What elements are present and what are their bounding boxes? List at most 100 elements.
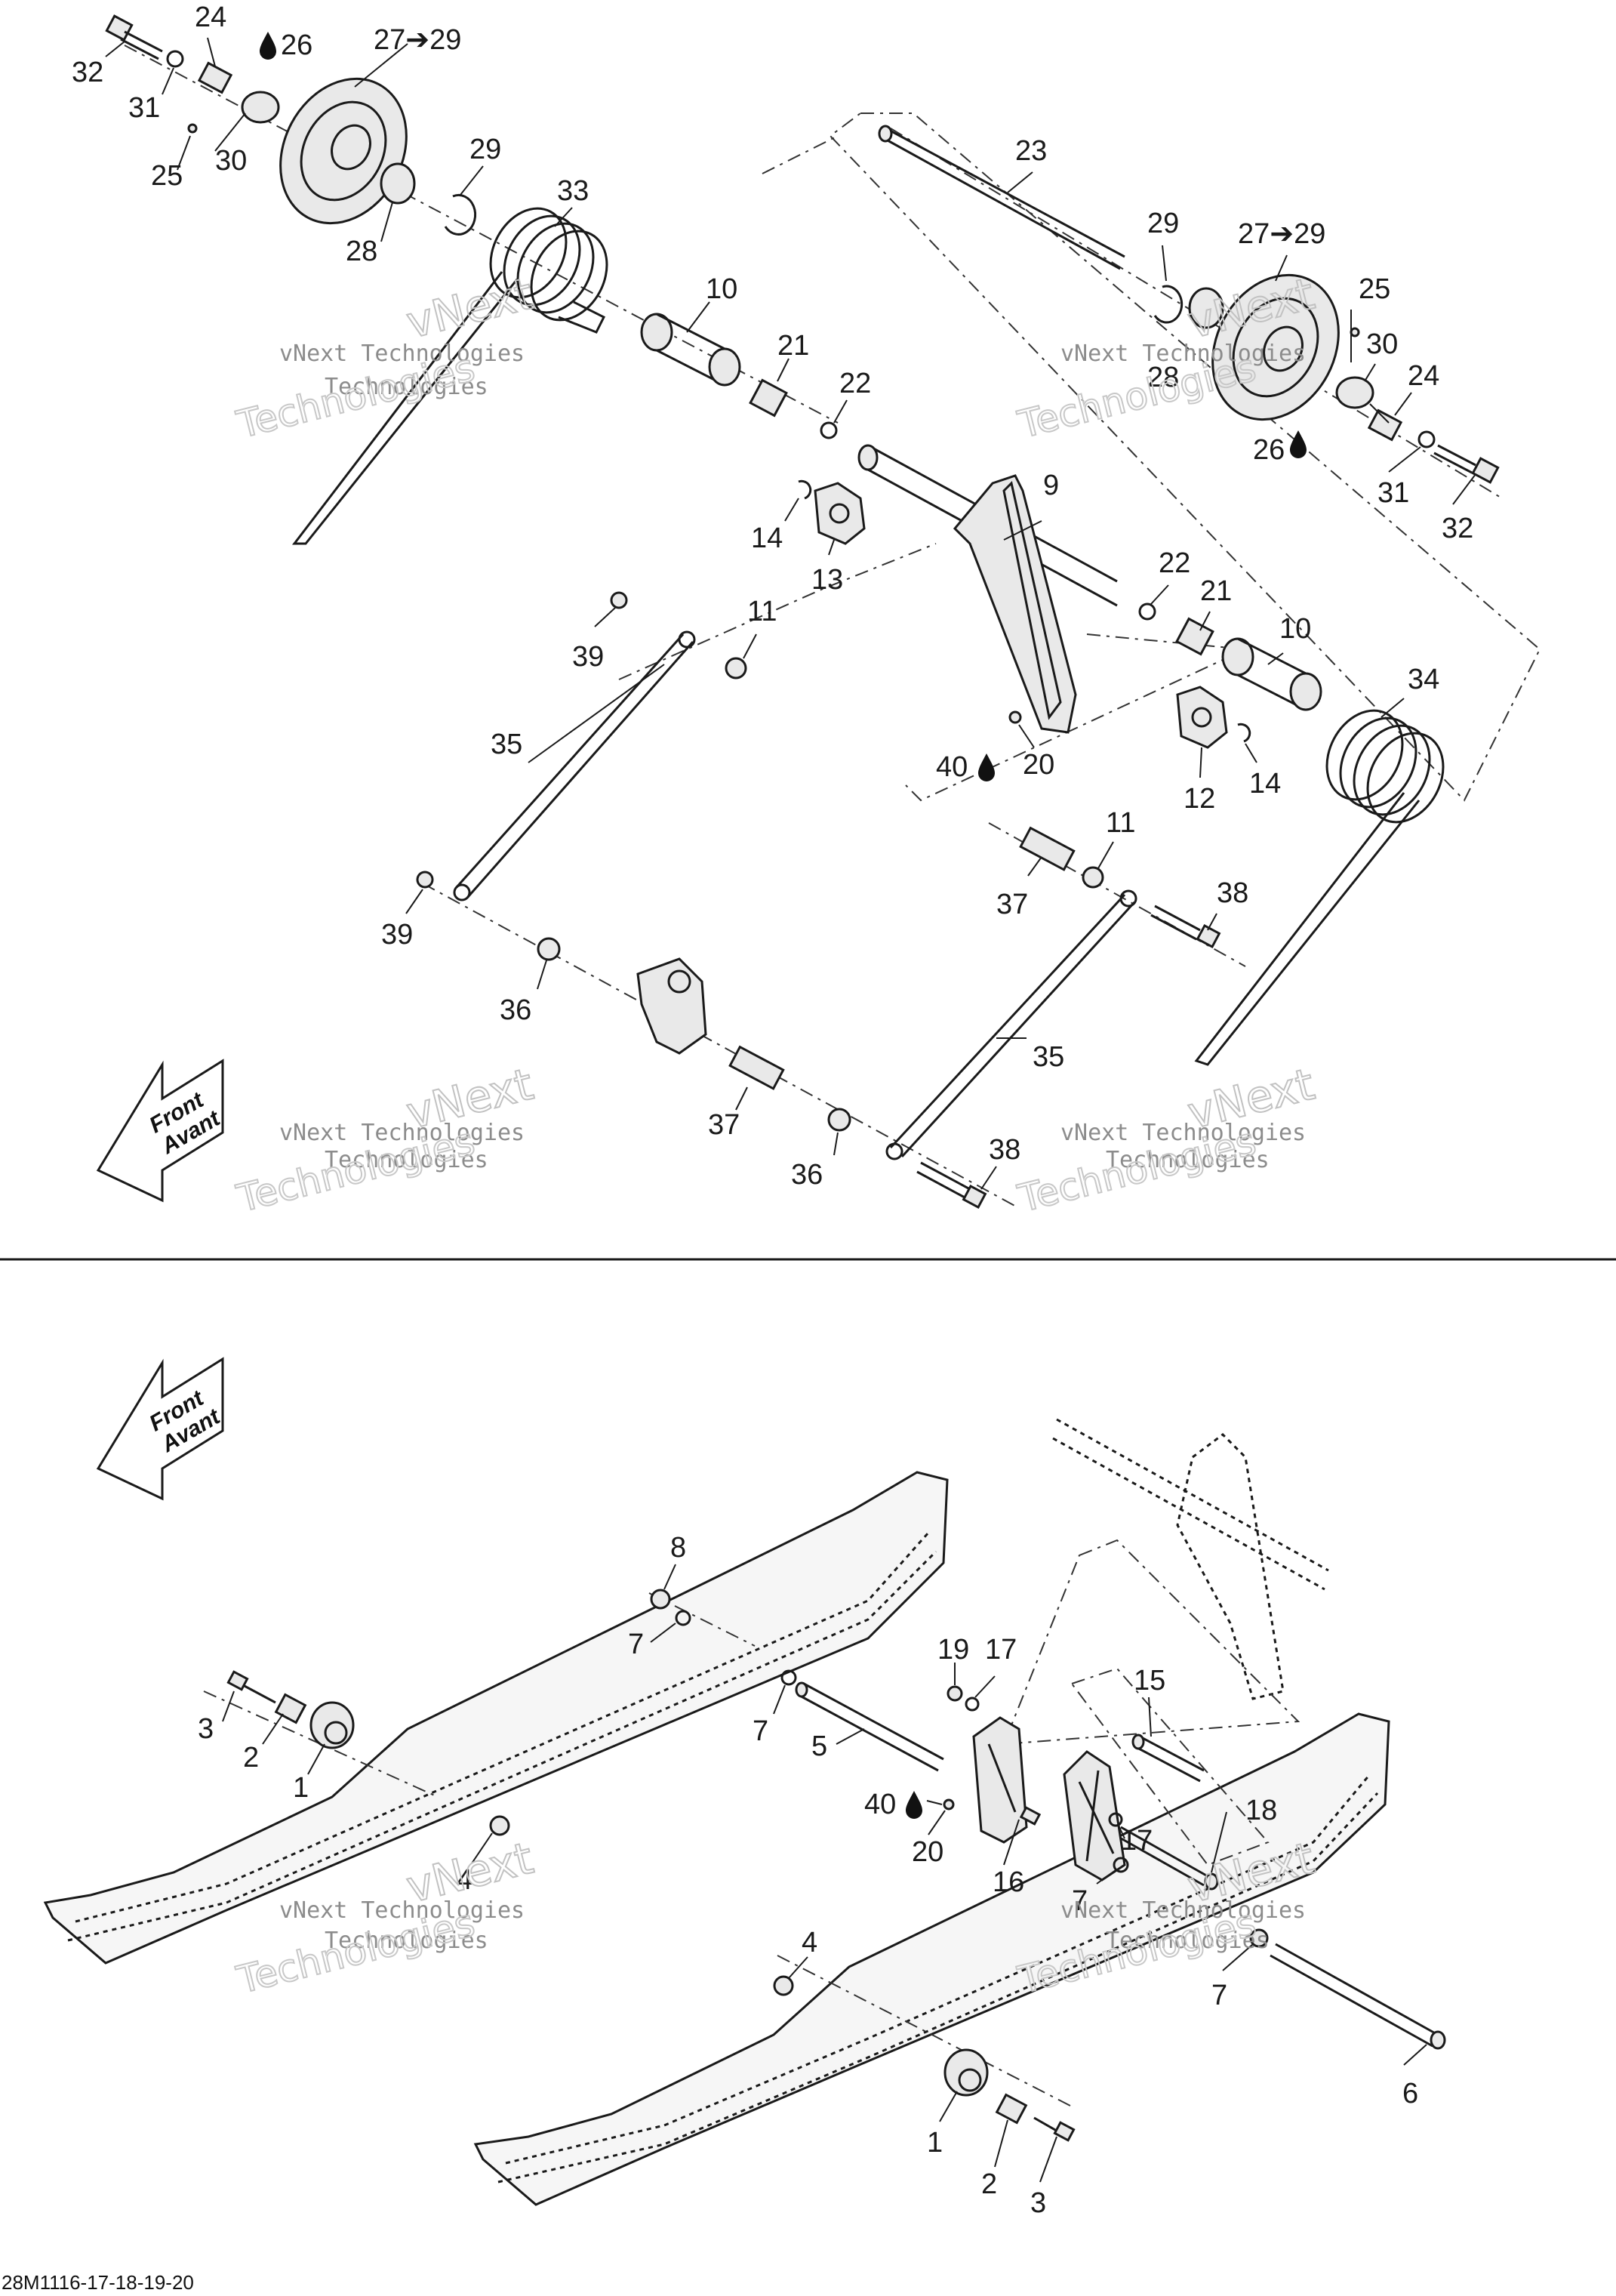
- callout-25-left: 25: [151, 160, 183, 192]
- callout-17-bottom: 17: [1121, 1825, 1153, 1857]
- circlip-29-right: [1153, 285, 1184, 324]
- pivot-arm-9: [857, 444, 1118, 734]
- callout-27-29-left: 27➔29: [374, 24, 461, 56]
- callout-4-left: 4: [457, 1864, 472, 1896]
- callout-7-mid: 7: [1072, 1885, 1088, 1917]
- spacer-15: [1131, 1734, 1205, 1783]
- callout-3-left: 3: [198, 1713, 214, 1745]
- spacer-2-right: [995, 2093, 1028, 2125]
- bolt-18: [1116, 1826, 1219, 1891]
- bracket-16: [972, 1716, 1028, 1844]
- washer-17-bottom: [1108, 1812, 1123, 1827]
- grease-drop-icon: [1290, 430, 1307, 458]
- front-arrow-top: Front Avant: [96, 1059, 226, 1203]
- spacer-10-left: [640, 313, 741, 387]
- svg-text:vNext Technologies: vNext Technologies: [279, 1897, 525, 1924]
- callout-21-left: 21: [777, 330, 809, 362]
- callout-37-top: 37: [996, 889, 1028, 920]
- callout-7-top: 7: [628, 1629, 644, 1660]
- svg-text:Technologies: Technologies: [1106, 1147, 1270, 1173]
- svg-text:vNext: vNext: [402, 268, 538, 349]
- spacer-37-bottom: [728, 1045, 785, 1090]
- leader-lines-bottom: [222, 1564, 1427, 2183]
- bolt-32-left: [105, 14, 163, 60]
- svg-text:Technologies: Technologies: [325, 374, 488, 400]
- nut-19: [947, 1685, 963, 1702]
- callout-38-bottom: 38: [989, 1134, 1020, 1166]
- idler-wheel-27-left: [279, 77, 408, 225]
- nut-39-top: [610, 591, 628, 609]
- callout-2-right: 2: [981, 2168, 997, 2200]
- fitting-20-bottom: [943, 1798, 955, 1811]
- bearing-28-left: [380, 162, 416, 205]
- leader-lines-top: [105, 37, 1476, 1190]
- callout-1-left: 1: [293, 1772, 309, 1804]
- bolt-32-right: [1433, 444, 1500, 484]
- callout-7-left: 7: [753, 1715, 768, 1747]
- svg-text:vNext Technologies: vNext Technologies: [1060, 1897, 1306, 1924]
- grease-drop-icon: [906, 1791, 922, 1819]
- callout-7-right: 7: [1211, 1980, 1227, 2011]
- bushing-24-right: [1367, 408, 1403, 442]
- callout-40-bottom: 40: [864, 1789, 896, 1820]
- callout-14-bottom: 14: [1249, 768, 1281, 800]
- callout-33: 33: [557, 175, 589, 207]
- callout-39-top: 39: [572, 641, 604, 673]
- torsion-spring-33: [291, 207, 608, 545]
- bushing-11-bottom: [1082, 866, 1104, 889]
- bolt-38-bottom: [916, 1161, 987, 1210]
- callout-25-right: 25: [1359, 273, 1390, 305]
- callout-18: 18: [1245, 1795, 1277, 1826]
- callout-20-bottom: 20: [912, 1836, 943, 1868]
- svg-text:vNext Technologies: vNext Technologies: [279, 1120, 525, 1146]
- clip-14-top: [798, 479, 812, 500]
- spacer-2-left: [274, 1693, 307, 1724]
- callout-29-left: 29: [469, 134, 501, 165]
- grease-fitting-25-right: [1350, 327, 1360, 337]
- bolt-3-right: [1033, 2116, 1076, 2142]
- top-exploded-view: 32 24 26 27➔29 31 30 25 29 28 33 10 21 2…: [72, 2, 1541, 1222]
- callout-15: 15: [1134, 1665, 1165, 1697]
- bearing-28-right: [1188, 287, 1224, 329]
- callout-37-bottom: 37: [708, 1109, 740, 1141]
- swing-arm-bracket: [636, 957, 707, 1055]
- svg-text:Technologies: Technologies: [325, 1147, 488, 1173]
- ring-22-right: [1138, 603, 1156, 621]
- callout-11-bottom: 11: [1106, 807, 1135, 839]
- axle-6: [1270, 1943, 1446, 2050]
- bushing-1-left: [309, 1701, 355, 1749]
- washer-7-left: [780, 1669, 797, 1686]
- spacer-37-middle: [1019, 826, 1076, 871]
- nut-4-right: [773, 1975, 794, 1996]
- callout-28-right: 28: [1147, 362, 1179, 393]
- bolt-3-left: [226, 1670, 276, 1704]
- callout-6: 6: [1402, 2078, 1418, 2110]
- callout-24-left: 24: [195, 2, 226, 33]
- callout-17-top: 17: [985, 1634, 1017, 1666]
- callout-13: 13: [811, 564, 843, 596]
- callout-5: 5: [811, 1730, 827, 1762]
- callout-30-left: 30: [215, 145, 247, 177]
- bushing-11-top: [725, 657, 747, 680]
- callout-39-bottom: 39: [381, 919, 413, 951]
- callout-11-top: 11: [747, 596, 777, 627]
- svg-text:vNext Technologies: vNext Technologies: [279, 341, 525, 367]
- callout-19: 19: [937, 1634, 969, 1666]
- front-arrow-bottom: Front Avant: [96, 1357, 226, 1501]
- nut-7-right: [1249, 1928, 1269, 1948]
- washer-31-right: [1417, 430, 1436, 448]
- spacer-30-right: [1335, 376, 1374, 409]
- bushing-36-bottom: [827, 1108, 851, 1132]
- pivot-arm-ghost: [1052, 1418, 1329, 1700]
- callout-32-left: 32: [72, 57, 103, 88]
- link-rod-35-bottom: [885, 889, 1137, 1160]
- callout-4-right: 4: [802, 1927, 817, 1959]
- callout-32-right: 32: [1442, 513, 1473, 544]
- bottom-exploded-view: Front Avant: [2, 1357, 1446, 2294]
- callout-21-right: 21: [1200, 575, 1232, 607]
- callout-31-right: 31: [1377, 477, 1409, 509]
- svg-text:vNext Technologies: vNext Technologies: [1060, 341, 1306, 367]
- bushing-1-right: [943, 2048, 989, 2097]
- spacer-30-left: [241, 91, 280, 124]
